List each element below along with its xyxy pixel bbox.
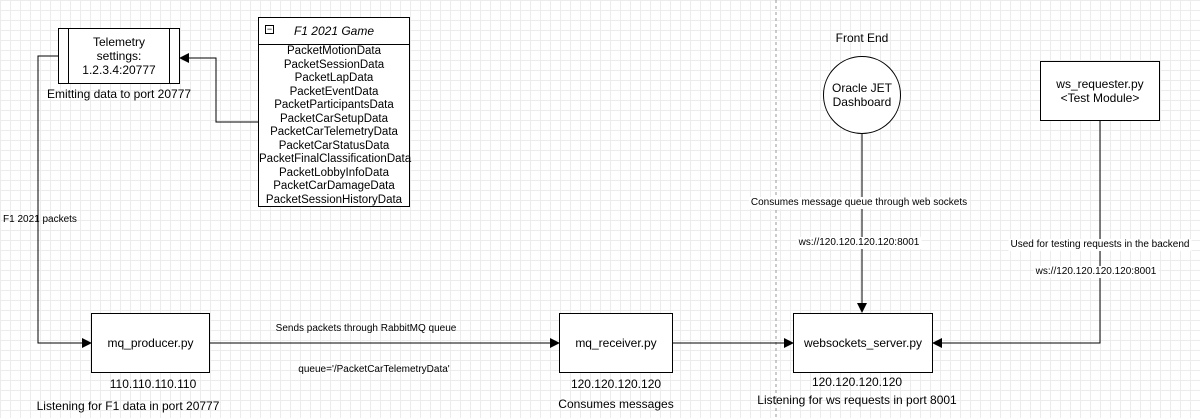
websockets-server-box: websockets_server.py [793,313,933,373]
process-bar-right [169,29,170,83]
collapse-icon[interactable]: − [265,24,274,34]
producer-ip: 110.110.110.110 [109,377,197,391]
receiver-label: mq_receiver.py [575,336,657,350]
receiver-ip: 120.120.120.120 [570,377,662,391]
frontend-edge-label: Consumes message queue through web socke… [748,197,970,209]
list-item: PacketCarDamageData [273,180,395,192]
producer-caption: Listening for F1 data in port 20777 [36,399,220,413]
requester-line1: ws_requester.py [1056,77,1144,91]
list-item: PacketParticipantsData [274,99,394,111]
telemetry-line2: settings: [96,49,142,63]
list-item: PacketLobbyInfoData [279,166,389,179]
oracle-jet-dashboard-node: Oracle JET Dashboard [823,56,901,134]
edge-game-to-telemetry [179,53,258,123]
queue-edge-label: Sends packets through RabbitMQ queue [275,323,457,334]
dashboard-line1: Oracle JET [831,81,892,95]
telemetry-line3: 1.2.3.4:20777 [82,63,156,77]
front-end-title: Front End [835,31,889,45]
telemetry-line1: Telemetry [92,35,145,49]
process-bar-left [68,29,69,83]
telemetry-settings-box: Telemetry settings: 1.2.3.4:20777 [58,28,180,84]
list-item: PacketMotionData [287,45,381,57]
game-title: F1 2021 Game [293,24,375,38]
edge-telemetry-to-producer [37,55,92,348]
list-item: PacketEventData [289,85,379,98]
dashboard-line2: Dashboard [832,95,892,109]
telemetry-caption: Emitting data to port 20777 [46,87,192,101]
list-item: PacketLapData [294,72,374,84]
mq-receiver-box: mq_receiver.py [559,313,673,373]
packet-items: PacketMotionData PacketSessionData Packe… [259,45,412,207]
receiver-caption: Consumes messages [558,397,674,411]
telemetry-settings-text: Telemetry settings: 1.2.3.4:20777 [82,35,155,77]
frontend-edge-url: ws://120.120.120.120:8001 [796,237,922,249]
list-item: PacketCarSetupData [279,112,389,125]
server-ip: 120.120.120.120 [811,375,903,389]
server-label: websockets_server.py [803,336,923,350]
f1-packets-label: F1 2021 packets [3,214,77,225]
producer-label: mq_producer.py [107,336,194,350]
ws-requester-box: ws_requester.py <Test Module> [1040,61,1160,121]
game-header: − F1 2021 Game [259,18,409,45]
mq-producer-box: mq_producer.py [91,313,210,373]
list-item: PacketCarTelemetryData [270,126,398,138]
list-item: PacketSessionData [283,58,385,71]
edge-requester-to-server [932,121,1101,348]
server-caption: Listening for ws requests in port 8001 [757,393,957,407]
requester-line2: <Test Module> [1060,91,1140,105]
queue-name-label: queue='/PacketCarTelemetryData' [298,364,450,375]
requester-edge-url: ws://120.120.120.120:8001 [1033,266,1159,278]
game-packet-list: − F1 2021 Game PacketMotionData PacketSe… [258,17,412,207]
requester-edge-label: Used for testing requests in the backend [1008,239,1192,251]
list-item: PacketFinalClassificationData [259,153,412,165]
list-item: PacketCarStatusData [278,139,390,152]
list-item: PacketSessionHistoryData [265,193,403,206]
